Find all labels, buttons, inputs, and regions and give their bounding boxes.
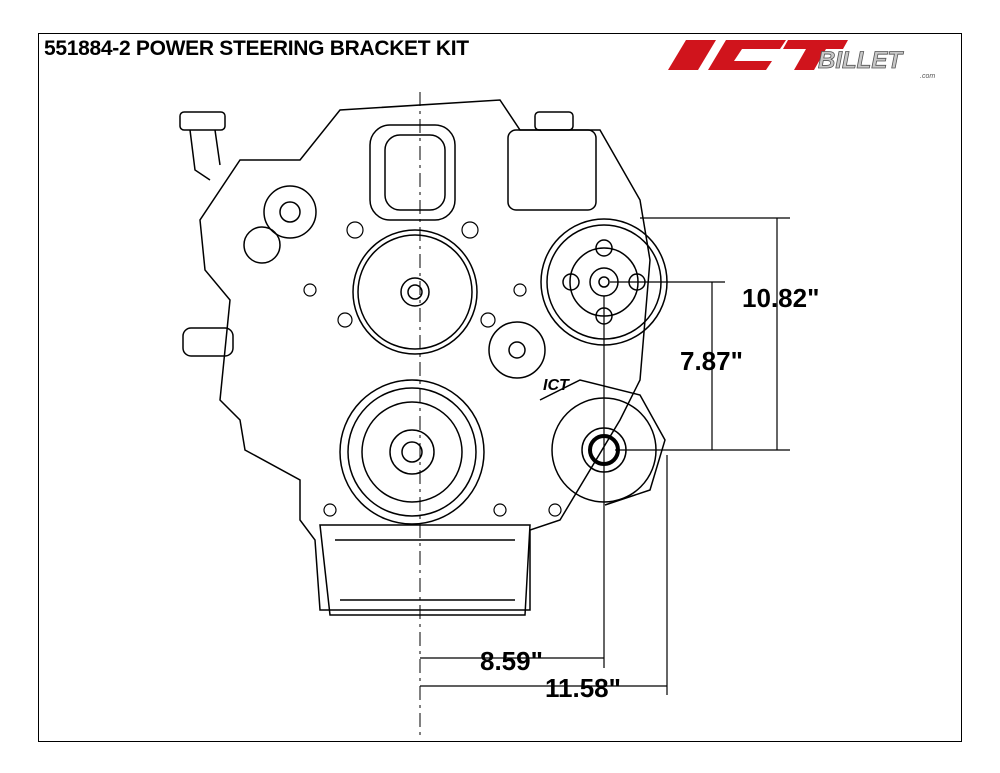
idler-pulley xyxy=(488,321,546,379)
svg-text:.com: .com xyxy=(920,73,935,80)
crank-pulley xyxy=(339,379,485,525)
alternator xyxy=(539,379,666,506)
water-pump-pulley xyxy=(352,229,478,355)
throttle-body xyxy=(369,124,456,221)
dimension-lines xyxy=(420,217,790,695)
oil-pan xyxy=(319,524,531,616)
drawing-title: 551884-2 POWER STEERING BRACKET KIT xyxy=(44,37,469,60)
engine-block-outline xyxy=(199,99,651,611)
dimension-alt-to-ps-height: 7.87" xyxy=(680,346,743,376)
logo-billet-text: BILLET xyxy=(818,47,904,74)
ict-logo-mark: BILLET .com xyxy=(668,40,935,80)
oil-filler-cap xyxy=(179,111,226,131)
bracket-mark: ICT xyxy=(543,377,570,394)
dimension-ps-offset: 8.59" xyxy=(480,646,543,676)
ps-reservoir xyxy=(507,129,597,211)
dimension-ps-height: 10.82" xyxy=(742,283,820,313)
tensioner-pulley xyxy=(243,185,317,264)
thermostat-housing xyxy=(182,327,234,357)
bolts xyxy=(303,221,562,517)
drawing-frame xyxy=(38,33,962,742)
dimension-bracket-offset: 11.58" xyxy=(545,673,621,703)
